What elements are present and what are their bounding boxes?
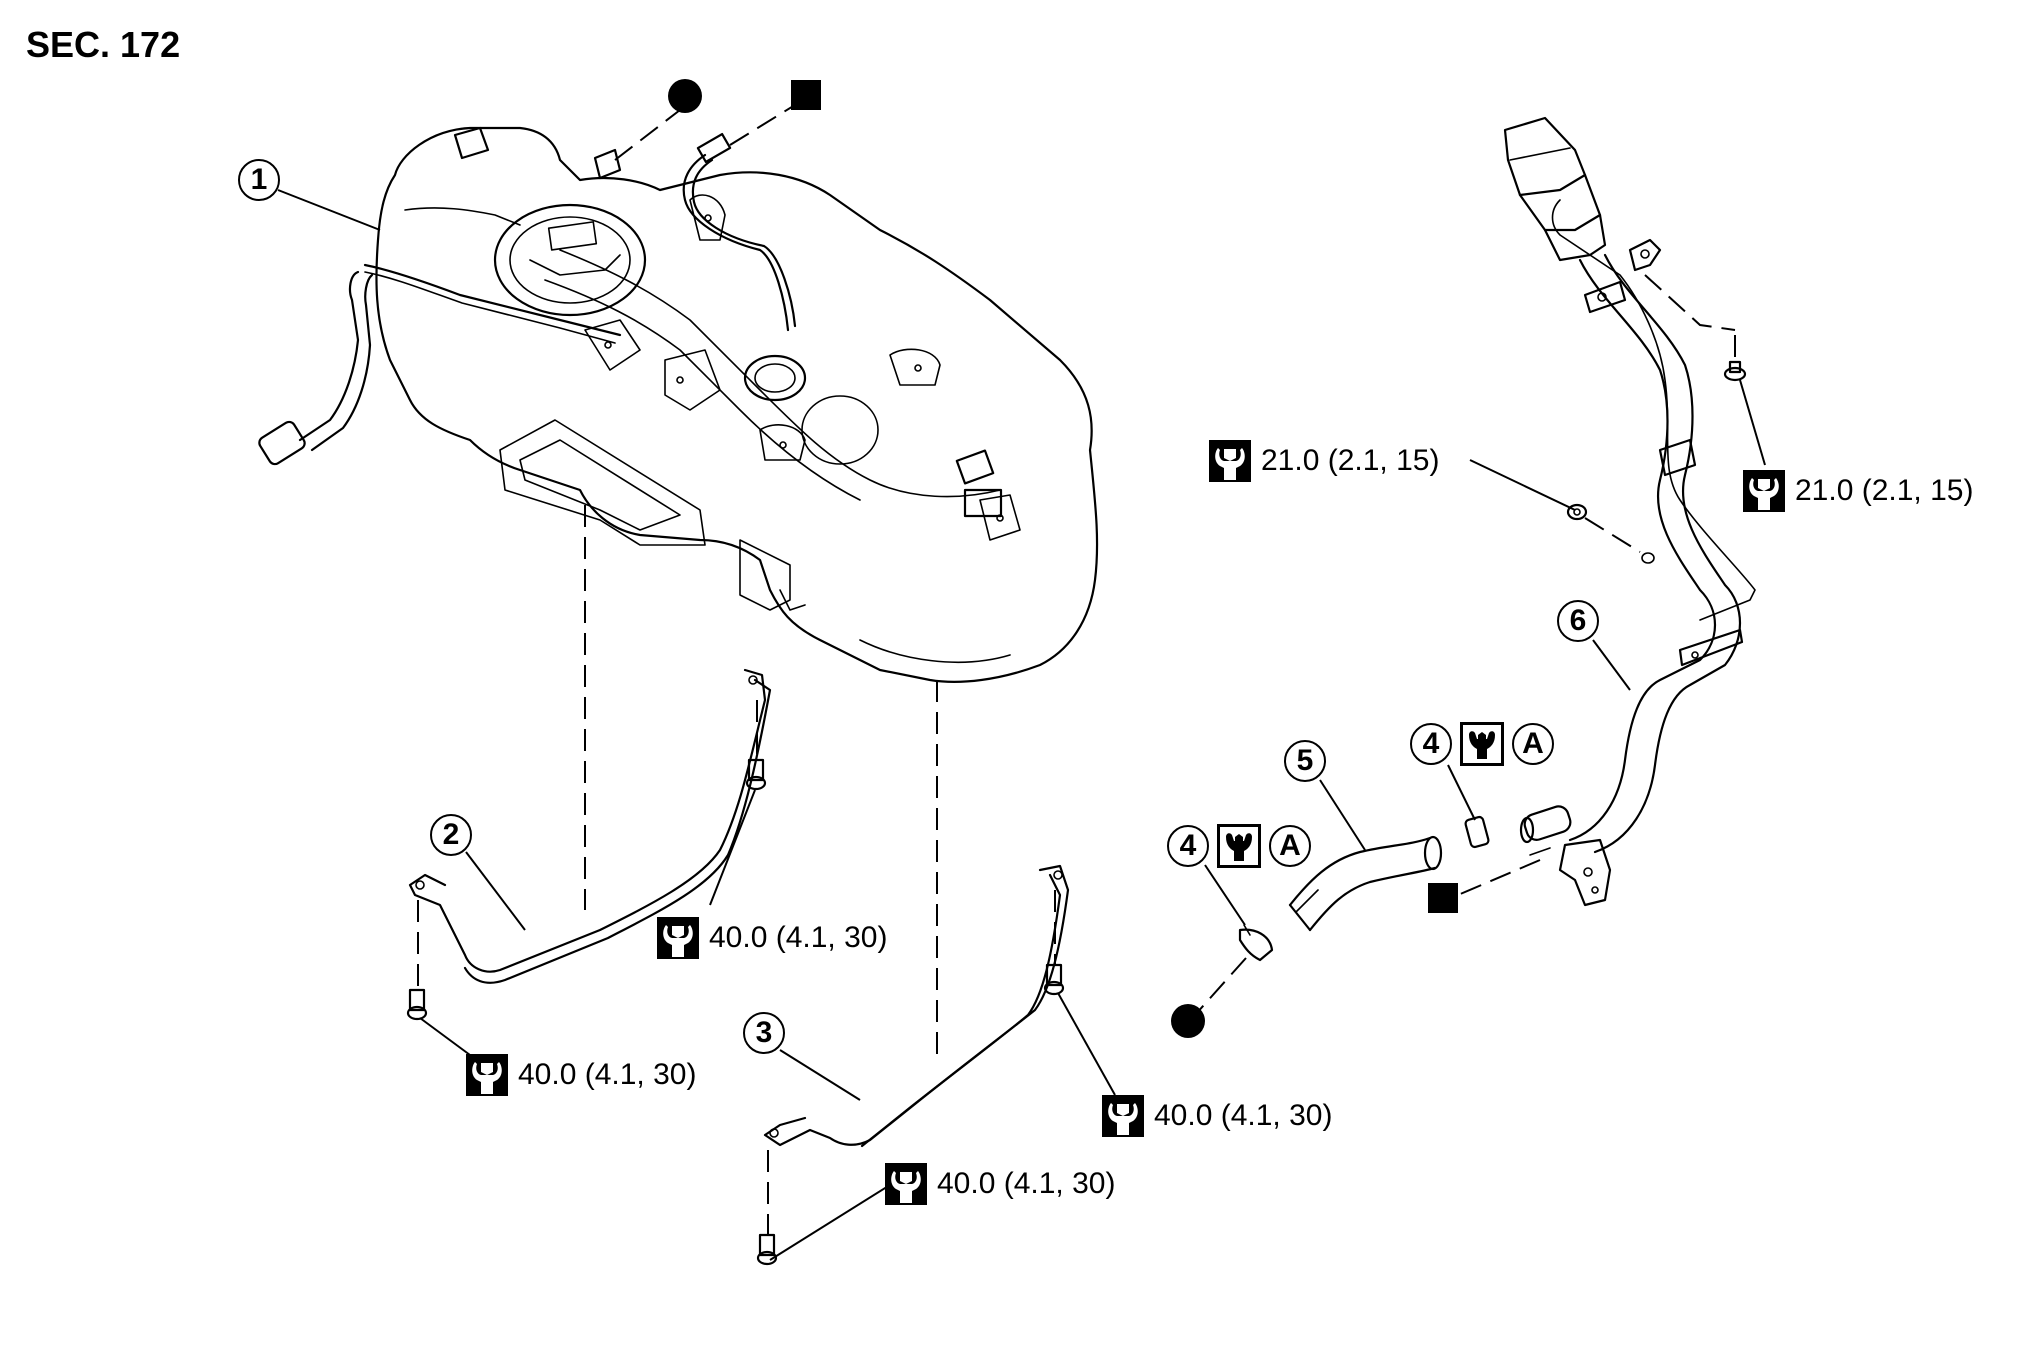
note-letter-a: A [1512, 723, 1554, 765]
note-letter-a: A [1269, 825, 1311, 867]
connection-marker-square-top [791, 80, 821, 110]
torque-spec-filler-upper: 21.0 (2.1, 15) [1209, 440, 1439, 482]
band-3-drawing [756, 864, 1070, 1266]
torque-wrench-icon [466, 1054, 508, 1096]
filler-hose-drawing [1288, 835, 1443, 932]
torque-value: 40.0 (4.1, 30) [709, 921, 888, 954]
clamp-callout-lower: 4 A [1167, 824, 1311, 868]
callout-filler-pipe: 6 [1557, 600, 1599, 642]
hose-clamp-torque-icon [1217, 824, 1261, 868]
torque-wrench-icon [1102, 1095, 1144, 1137]
callout-filler-hose: 5 [1284, 740, 1326, 782]
fuel-tank-drawing [258, 126, 1099, 683]
torque-value: 40.0 (4.1, 30) [518, 1058, 697, 1091]
torque-wrench-icon [1209, 440, 1251, 482]
callout-band-3: 3 [743, 1012, 785, 1054]
hose-clamp-torque-icon [1460, 722, 1504, 766]
callout-hose-clamp: 4 [1410, 723, 1452, 765]
connection-marker-square-bottom [1428, 883, 1458, 913]
torque-spec-band3-lower: 40.0 (4.1, 30) [885, 1163, 1115, 1205]
section-title: SEC. 172 [26, 24, 181, 65]
torque-spec-filler-right: 21.0 (2.1, 15) [1743, 470, 1973, 512]
torque-wrench-icon [657, 917, 699, 959]
connection-marker-circle-bottom [1171, 1004, 1205, 1038]
torque-value: 40.0 (4.1, 30) [937, 1167, 1116, 1200]
torque-value: 21.0 (2.1, 15) [1261, 444, 1440, 477]
callout-band-2: 2 [430, 814, 472, 856]
filler-pipe-drawing [1503, 116, 1756, 907]
callout-fuel-tank: 1 [238, 159, 280, 201]
callout-hose-clamp: 4 [1167, 825, 1209, 867]
band-2-drawing [406, 668, 772, 1021]
torque-wrench-icon [1743, 470, 1785, 512]
clamp-callout-upper: 4 A [1410, 722, 1554, 766]
torque-value: 21.0 (2.1, 15) [1795, 474, 1974, 507]
torque-spec-band2-upper: 40.0 (4.1, 30) [657, 917, 887, 959]
torque-wrench-icon [885, 1163, 927, 1205]
torque-spec-band2-lower: 40.0 (4.1, 30) [466, 1054, 696, 1096]
torque-spec-band3-upper: 40.0 (4.1, 30) [1102, 1095, 1332, 1137]
torque-value: 40.0 (4.1, 30) [1154, 1099, 1333, 1132]
connection-marker-circle-top [668, 79, 702, 113]
leader-lines [277, 189, 1766, 1261]
